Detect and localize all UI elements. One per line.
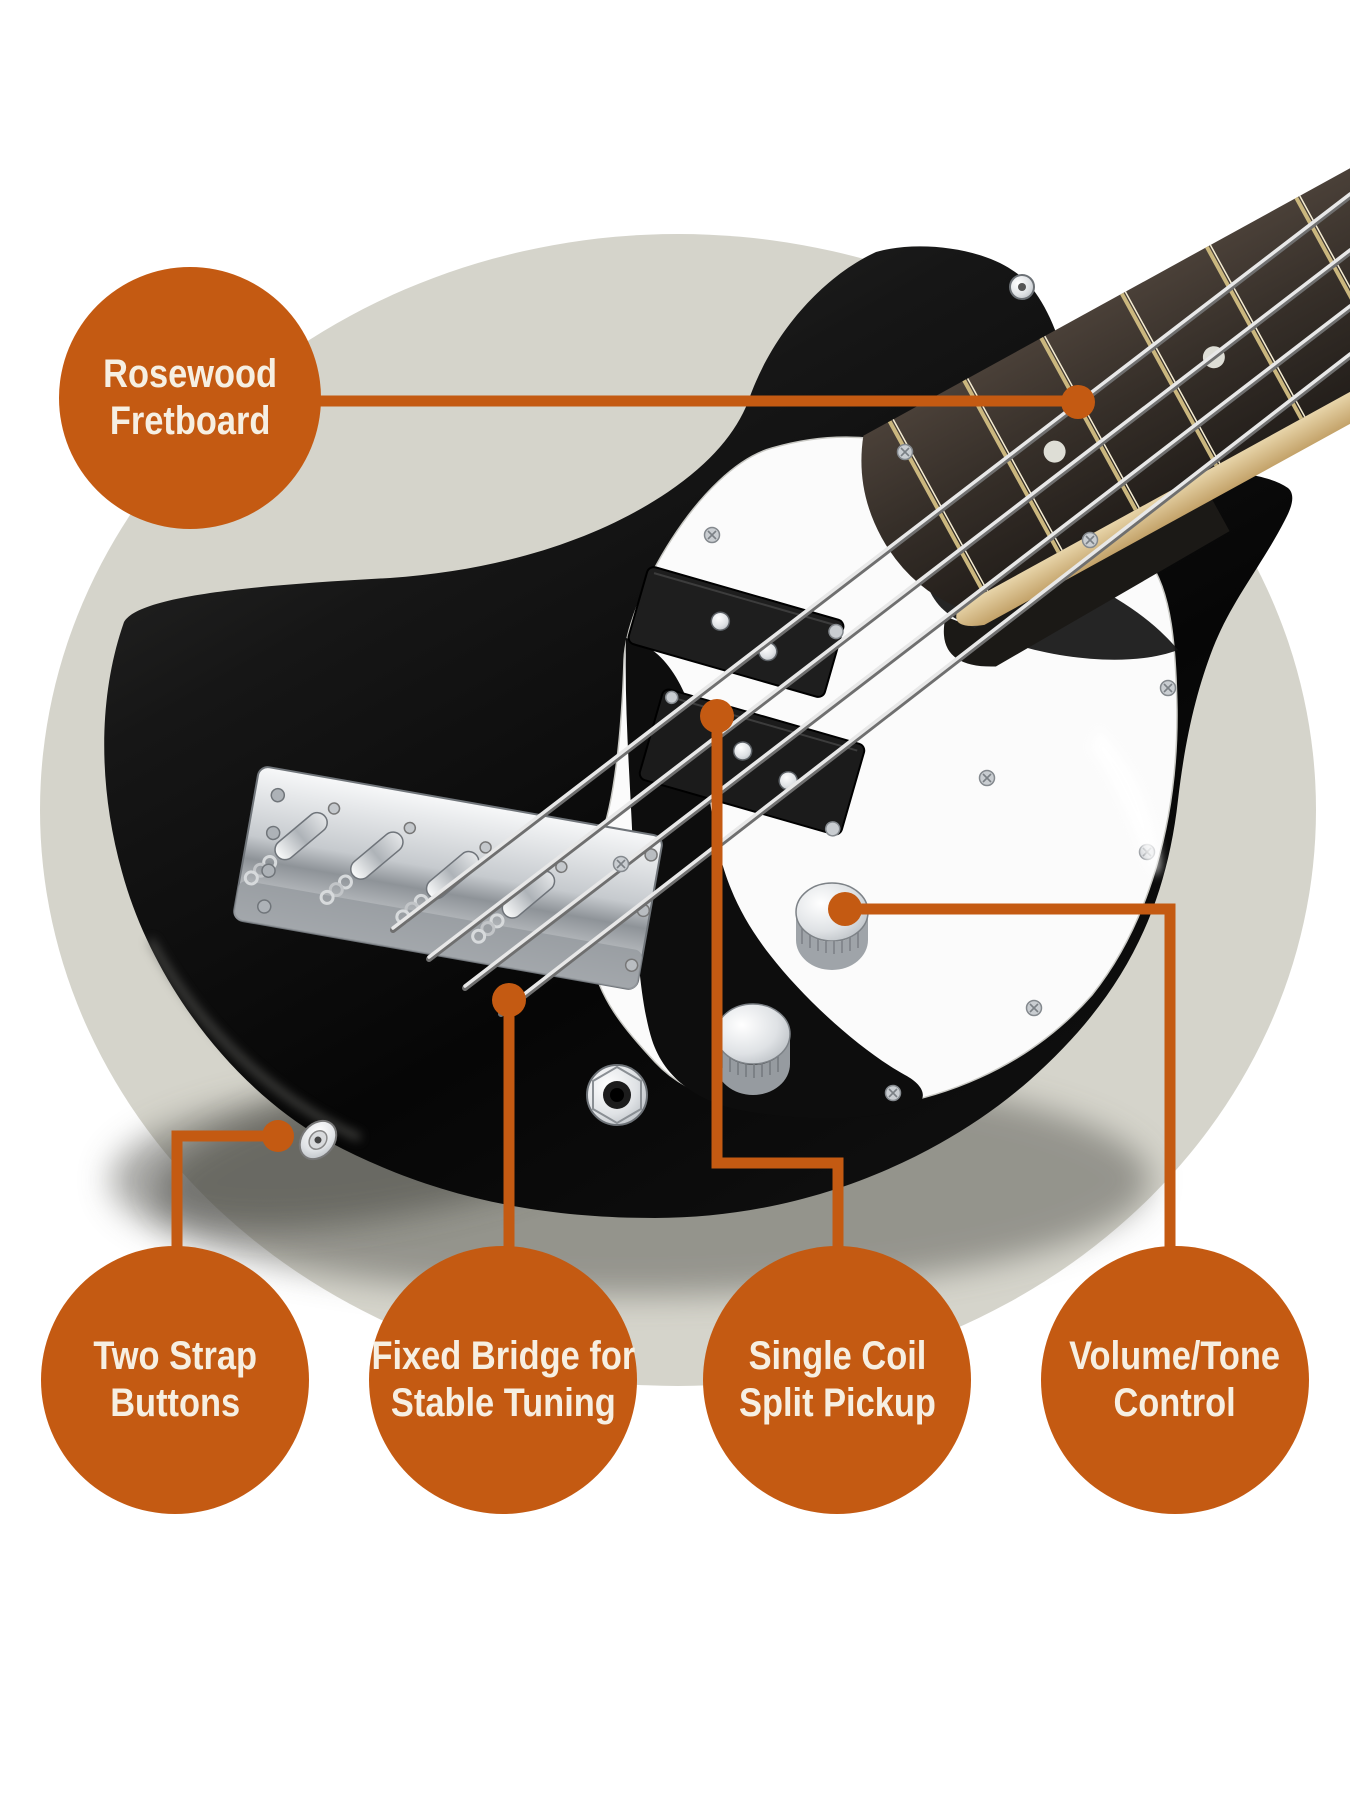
callout-circle-single-coil	[703, 1246, 971, 1514]
callout-circle-rosewood-fretboard	[59, 267, 321, 529]
pickup-lower-half	[638, 688, 866, 837]
connector-single-coil	[711, 716, 844, 1252]
dot-rosewood-fretboard	[1061, 385, 1095, 419]
pole-piece	[710, 611, 731, 632]
dot-volume-tone	[828, 892, 862, 926]
connector-volume-tone	[845, 903, 1176, 1252]
dot-single-coil	[700, 699, 734, 733]
pole-piece	[732, 741, 753, 761]
frets	[887, 195, 1350, 595]
volume-knob	[795, 882, 869, 970]
strings	[390, 192, 1350, 1017]
strap-button-upper-screw	[1018, 283, 1026, 291]
bass-guitar-photo	[104, 76, 1350, 1295]
body-reflection	[1090, 728, 1160, 875]
callout-connectors	[171, 395, 1176, 1252]
output-jack	[586, 1064, 648, 1126]
fixed-bridge	[233, 766, 663, 990]
dot-two-strap-buttons	[262, 1120, 294, 1152]
callout-circle-two-strap-buttons	[41, 1246, 309, 1514]
dot-fixed-bridge	[492, 983, 526, 1017]
strap-button-lower	[298, 1119, 338, 1161]
tone-knob	[715, 1003, 791, 1095]
callout-circle-fixed-bridge	[369, 1246, 637, 1514]
callout-circle-volume-tone	[1041, 1246, 1309, 1514]
connector-two-strap-buttons	[171, 1130, 278, 1252]
callout-dots	[262, 385, 1095, 1152]
